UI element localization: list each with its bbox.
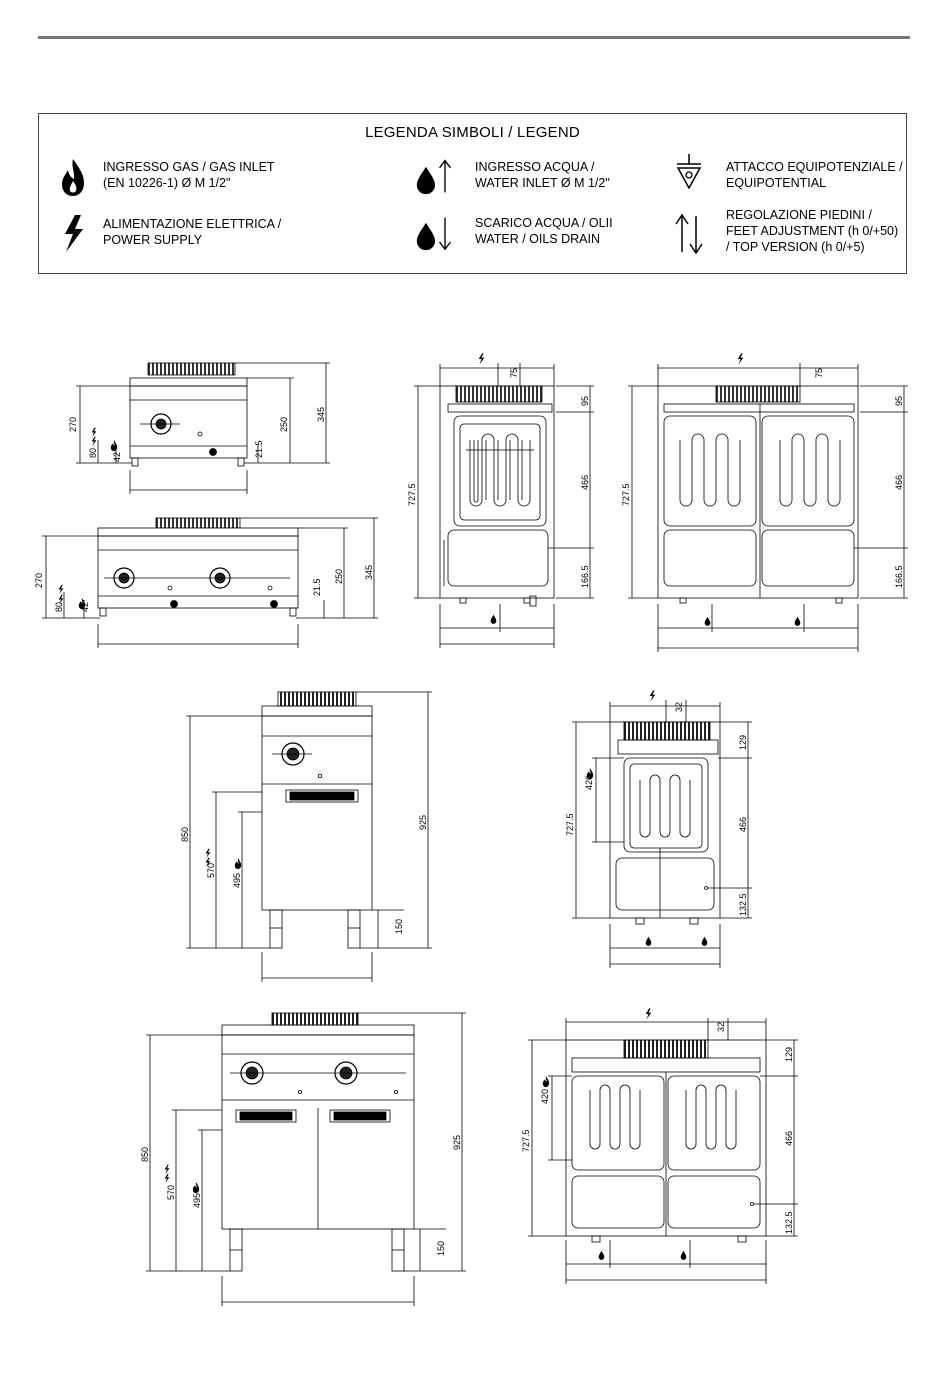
front-view-single-cabinet bbox=[186, 691, 432, 982]
dim-42: 42 bbox=[80, 602, 90, 612]
legend-item-power: ALIMENTAZIONE ELETTRICA /POWER SUPPLY bbox=[103, 217, 282, 247]
dim-420: 420 bbox=[584, 775, 594, 790]
dim-466: 466 bbox=[580, 475, 590, 490]
dim-132-5: 132.5 bbox=[738, 893, 748, 916]
dim-150: 150 bbox=[436, 1241, 446, 1256]
dim-925: 925 bbox=[452, 1135, 462, 1150]
dim-495: 495 bbox=[232, 873, 242, 888]
plan-view-double bbox=[628, 363, 908, 652]
dim-270: 270 bbox=[68, 417, 78, 432]
dim-420: 420 bbox=[540, 1089, 550, 1104]
dim-150: 150 bbox=[394, 919, 404, 934]
dim-32: 32 bbox=[716, 1022, 726, 1032]
legend-item-equipotential: ATTACCO EQUIPOTENZIALE /EQUIPOTENTIAL bbox=[726, 160, 903, 190]
dim-95: 95 bbox=[580, 396, 590, 406]
dim-345: 345 bbox=[364, 565, 374, 580]
front-view-double-cabinet bbox=[146, 1012, 466, 1306]
dim-727-5: 727.5 bbox=[521, 1129, 531, 1152]
flame-icon bbox=[62, 159, 84, 196]
front-view-single-top bbox=[76, 362, 330, 494]
dim-21-5: 21.5 bbox=[254, 440, 264, 458]
legend-box: LEGENDA SIMBOLI / LEGEND INGRESSO GAS / … bbox=[38, 113, 907, 274]
dim-166-5: 166.5 bbox=[894, 565, 904, 588]
dim-21-5: 21.5 bbox=[312, 578, 322, 596]
dim-570: 570 bbox=[206, 863, 216, 878]
dim-95: 95 bbox=[894, 396, 904, 406]
dim-80: 80 bbox=[54, 602, 64, 612]
legend-item-feet-adjustment: REGOLAZIONE PIEDINI /FEET ADJUSTMENT (h … bbox=[726, 208, 899, 254]
dim-250: 250 bbox=[279, 417, 289, 432]
dim-495: 495 bbox=[192, 1193, 202, 1208]
dim-466: 466 bbox=[894, 475, 904, 490]
dim-270: 270 bbox=[34, 573, 44, 588]
plan-view-single bbox=[414, 363, 594, 648]
top-rule bbox=[38, 36, 910, 39]
dim-345: 345 bbox=[316, 407, 326, 422]
legend-item-water-inlet: INGRESSO ACQUA /WATER INLET Ø M 1/2" bbox=[475, 160, 610, 190]
dim-132-5: 132.5 bbox=[784, 1211, 794, 1234]
dim-129: 129 bbox=[784, 1047, 794, 1062]
water-drain-icon bbox=[416, 217, 451, 251]
dim-75: 75 bbox=[509, 368, 519, 378]
connection-symbols bbox=[58, 353, 801, 1260]
dim-129: 129 bbox=[738, 735, 748, 750]
feet-adjustment-icon bbox=[675, 213, 703, 255]
dim-727-5: 727.5 bbox=[565, 813, 575, 836]
dim-80: 80 bbox=[88, 448, 98, 458]
dim-850: 850 bbox=[180, 827, 190, 842]
legend-title: LEGENDA SIMBOLI / LEGEND bbox=[365, 124, 580, 141]
dim-925: 925 bbox=[418, 815, 428, 830]
dim-32: 32 bbox=[674, 702, 684, 712]
dim-570: 570 bbox=[166, 1185, 176, 1200]
dim-466: 466 bbox=[784, 1131, 794, 1146]
dim-727-5: 727.5 bbox=[621, 483, 631, 506]
plan-view-single-cabinet bbox=[572, 700, 752, 968]
dim-727-5: 727.5 bbox=[407, 483, 417, 506]
dim-466: 466 bbox=[738, 817, 748, 832]
dim-166-5: 166.5 bbox=[580, 565, 590, 588]
dim-850: 850 bbox=[140, 1147, 150, 1162]
water-inlet-icon bbox=[416, 159, 451, 195]
equipotential-icon bbox=[676, 154, 702, 190]
dim-75: 75 bbox=[814, 368, 824, 378]
legend-item-gas: INGRESSO GAS / GAS INLET(EN 10226-1) Ø M… bbox=[103, 160, 275, 190]
plan-view-double-cabinet bbox=[528, 1018, 798, 1284]
electric-bolt-icon bbox=[65, 215, 83, 252]
dim-42: 42 bbox=[112, 452, 122, 462]
front-view-double-top bbox=[42, 517, 378, 648]
dim-250: 250 bbox=[334, 569, 344, 584]
